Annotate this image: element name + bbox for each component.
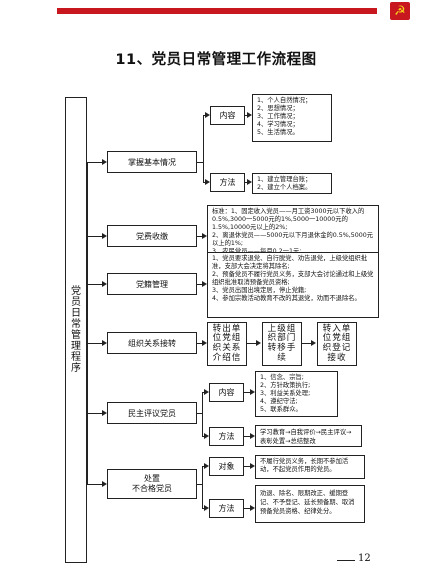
review-content-list: 1、信念、宗旨; 2、方针政策执行; 3、利益关系处理; 4、遵纪守法; 5、联… bbox=[255, 371, 338, 417]
unqualified-method-node: 方法 bbox=[209, 499, 244, 518]
review-node: 民主评议党员 bbox=[107, 402, 197, 424]
root-node: 党员日常管理程序 bbox=[65, 97, 87, 563]
header-bar bbox=[57, 8, 377, 14]
basic-method-node: 方法 bbox=[210, 173, 245, 192]
transfer-step-out: 转出单位党组织关系介绍信 bbox=[207, 322, 247, 366]
page-title: 11、党员日常管理工作流程图 bbox=[115, 52, 317, 68]
membership-rules: 1、党员要求退党、自行脱党、劝告退党，上级党组织批准，支部大会决定将其除名; 2… bbox=[207, 252, 379, 318]
membership-node: 党籍管理 bbox=[107, 273, 197, 295]
review-method-node: 方法 bbox=[209, 427, 244, 446]
basic-content-node: 内容 bbox=[210, 106, 245, 125]
footer-rule bbox=[337, 560, 355, 561]
unqualified-target-node: 对象 bbox=[209, 457, 244, 476]
basic-info-node: 掌握基本情况 bbox=[107, 151, 197, 173]
transfer-node: 组织关系接转 bbox=[107, 332, 197, 354]
review-content-node: 内容 bbox=[209, 383, 244, 402]
trunk-line bbox=[87, 162, 88, 485]
party-fee-node: 党费收缴 bbox=[107, 225, 197, 247]
unqualified-method-text: 劝退、除名、限期改正、缓期登记、不予登记、延长预备期、取消预备党员资格、纪律处分… bbox=[255, 485, 365, 523]
unqualified-node: 处置 不合格党员 bbox=[107, 469, 197, 499]
transfer-step-upper: 上级组织部门转移手续 bbox=[262, 322, 302, 366]
page-number: 12 bbox=[358, 553, 371, 564]
unqualified-target-text: 不履行党员义务，长期不参加活动，不起党员作用的党员。 bbox=[255, 455, 365, 479]
basic-method-list: 1、建立管理台账； 2、建立个人档案。 bbox=[252, 173, 332, 194]
review-method-flow: 学习教育→自我评价→民主评议→表彰处置→总结整改 bbox=[255, 425, 362, 447]
basic-content-list: 1、个人自然情况； 2、思想情况； 3、工作情况； 4、学习情况； 5、生活情况… bbox=[252, 94, 332, 142]
party-emblem-icon: ☭ bbox=[390, 2, 410, 20]
transfer-step-in: 转入单位党组织登记接收 bbox=[317, 322, 357, 366]
root-label: 党员日常管理程序 bbox=[71, 286, 81, 374]
